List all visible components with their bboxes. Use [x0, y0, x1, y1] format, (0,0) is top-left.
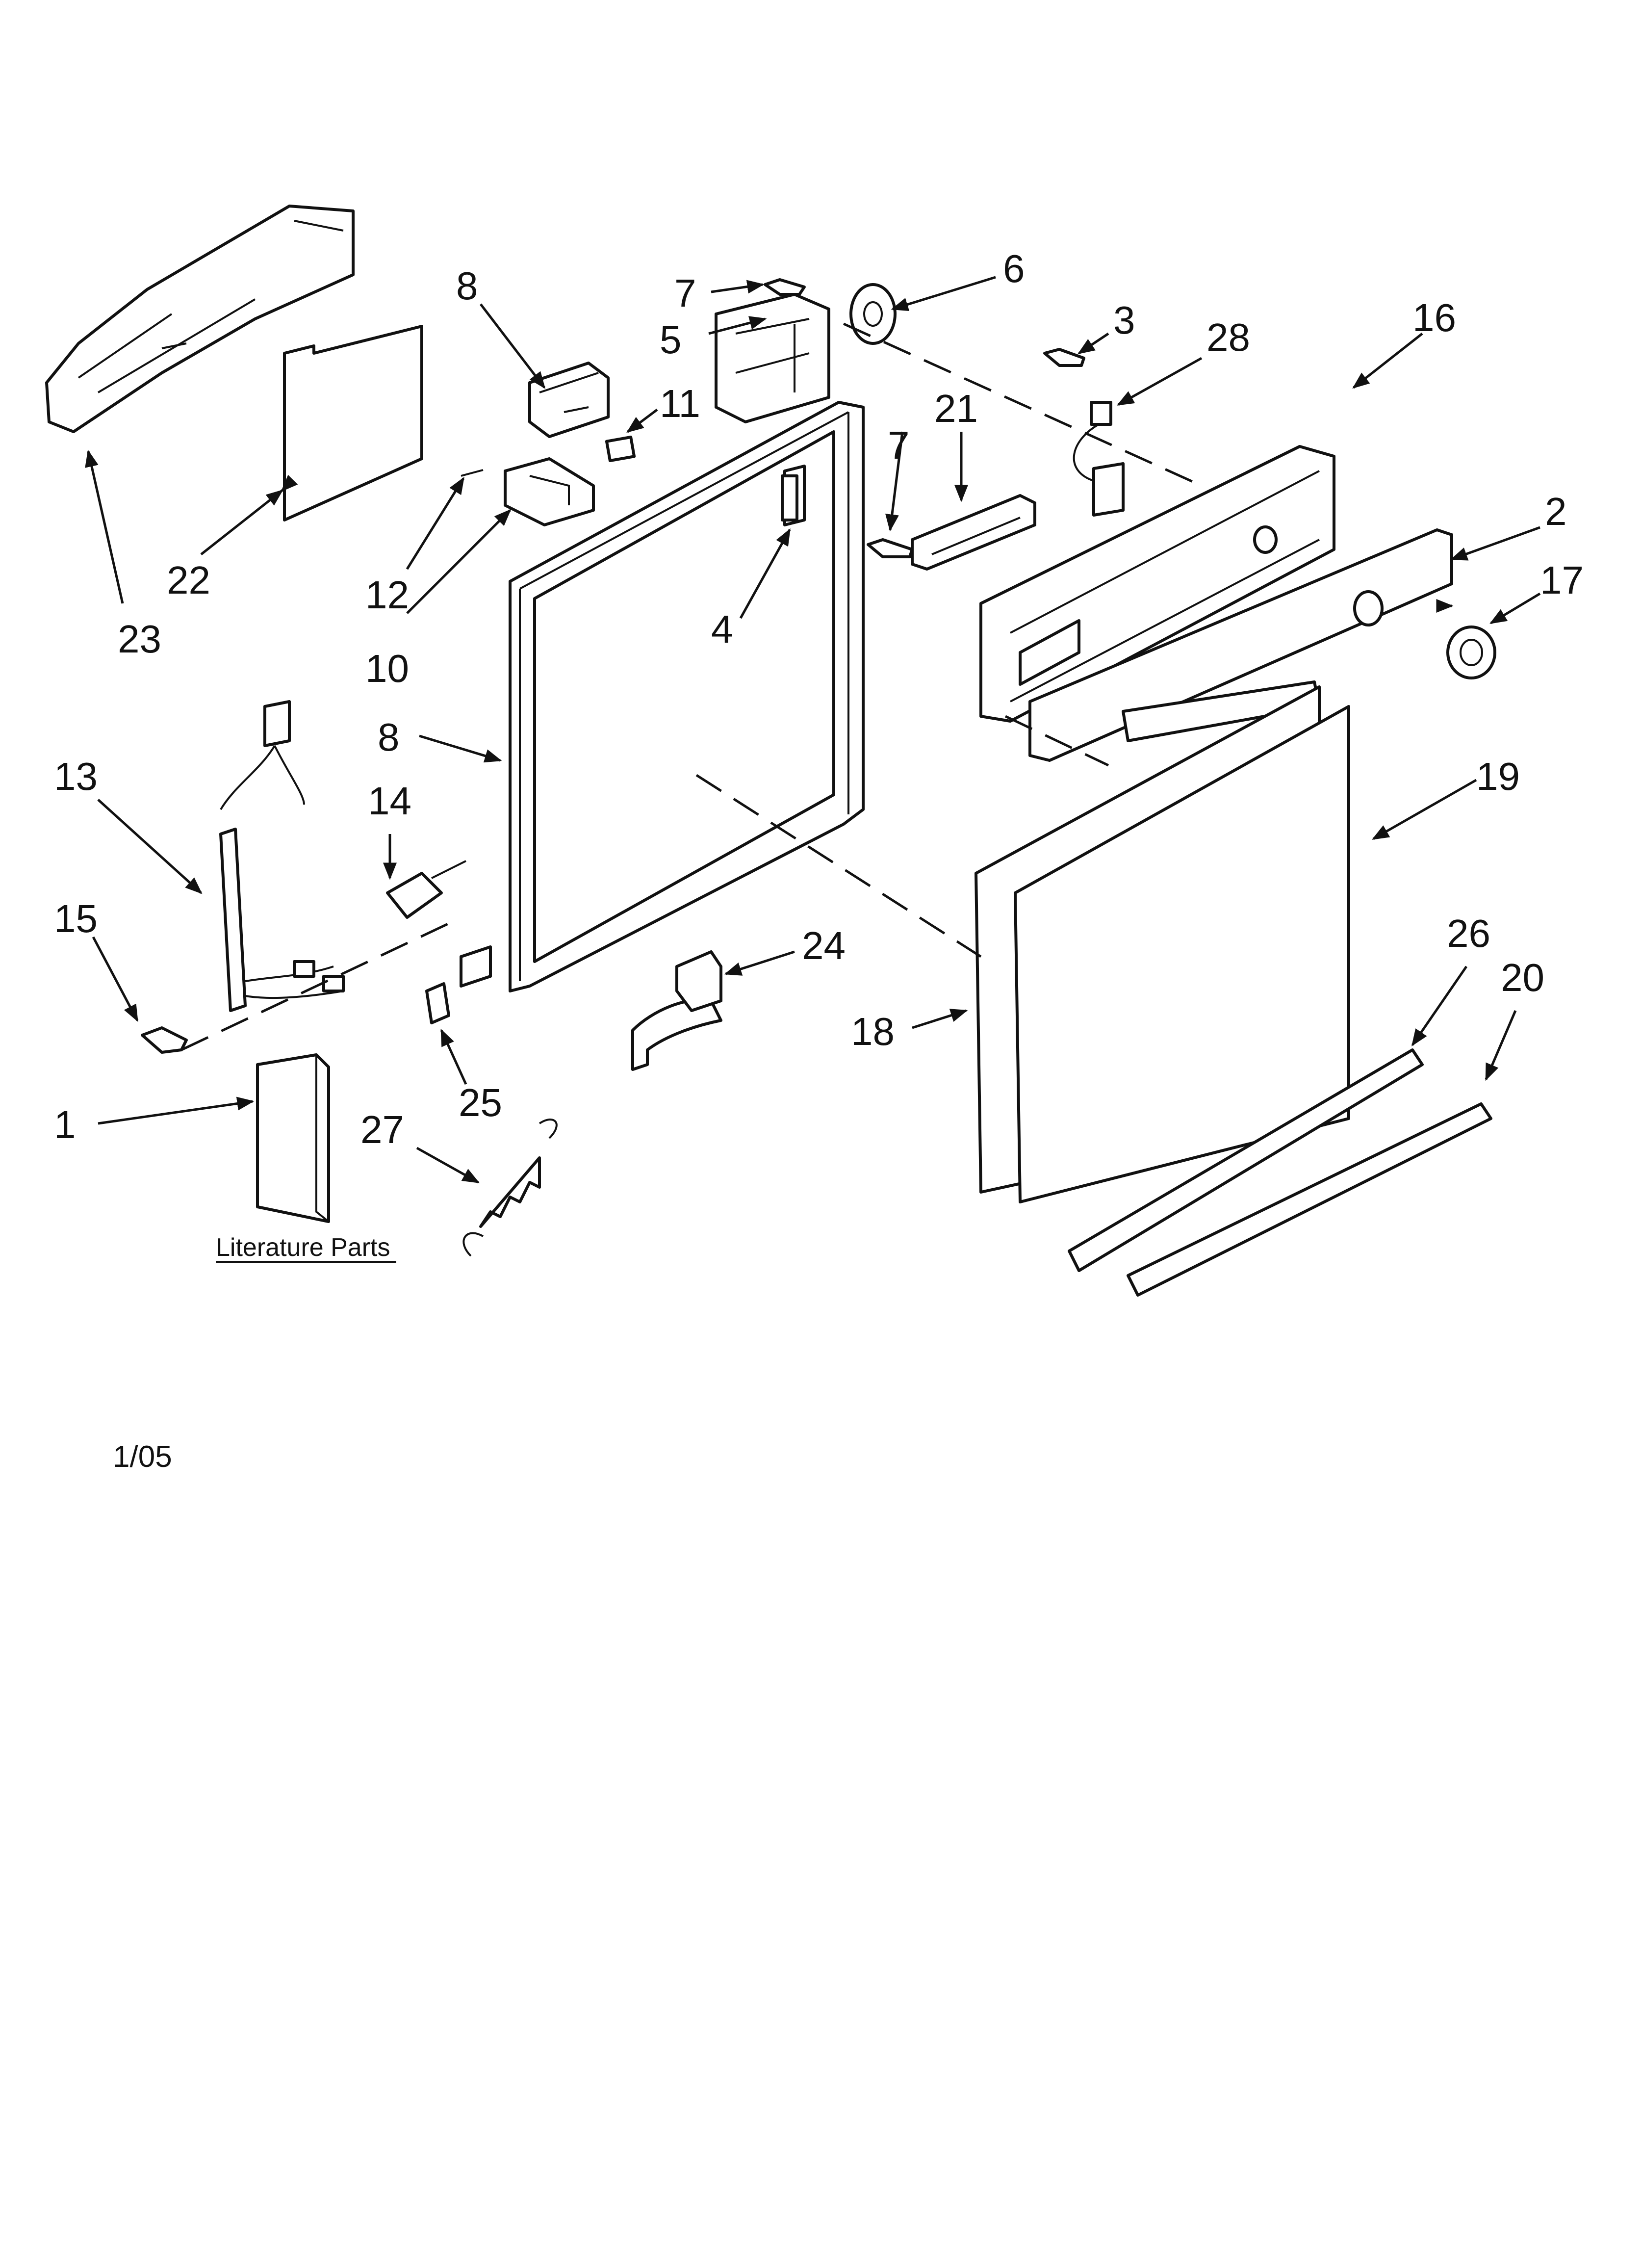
- part-22-insulation-sheet: [283, 325, 423, 521]
- part-20-bottom-trim: [1127, 1102, 1492, 1297]
- part-9-switch-bracket: [528, 362, 610, 438]
- literature-caption-text: Literature Parts: [216, 1233, 390, 1262]
- callout-8: 8: [378, 715, 400, 759]
- part-19-door-panel-inner: [1014, 705, 1350, 1203]
- callout-23: 23: [118, 617, 161, 661]
- callout-20: 20: [1501, 956, 1544, 999]
- part-6-latch-knob: [849, 283, 897, 345]
- callout-7-left: 7: [888, 423, 910, 467]
- part-26-trim-strip: [1068, 1048, 1424, 1272]
- callout-27: 27: [360, 1108, 404, 1151]
- part-16-control-console: [979, 445, 1335, 723]
- footer-code: 1/05: [113, 1440, 172, 1474]
- callout-16: 16: [1412, 296, 1456, 339]
- part-7-screw-left: [867, 538, 914, 558]
- callout-25: 25: [459, 1081, 502, 1124]
- part-1-literature-booklet: [256, 1053, 330, 1223]
- callout-24: 24: [802, 924, 846, 967]
- part-28-wire-connector: [1073, 401, 1125, 517]
- callout-11: 11: [660, 382, 700, 425]
- callout-6: 6: [1003, 247, 1025, 290]
- callout-17: 17: [1540, 558, 1584, 602]
- part-27-door-spring: [462, 1118, 558, 1257]
- callout-3: 3: [1113, 298, 1135, 342]
- callout-12: 12: [365, 573, 409, 617]
- part-23-top-cover: [45, 205, 355, 433]
- callout-5: 5: [660, 318, 682, 362]
- callout-18: 18: [851, 1010, 895, 1053]
- part-2-control-panel: [1028, 528, 1453, 762]
- callout-19: 19: [1476, 755, 1520, 798]
- callout-1: 1: [54, 1103, 76, 1147]
- part-15-screw: [141, 1026, 188, 1054]
- part-21-indicator-bar: [911, 494, 1036, 571]
- callout-10: 10: [365, 647, 409, 690]
- callout-labels: 8 11 12 10 7 5 6 3 28 16 2 17 7 21 4 8 2…: [54, 247, 1584, 1151]
- callout-22: 22: [167, 558, 210, 602]
- callout-4: 4: [711, 607, 733, 651]
- part-13-wire-harness: [219, 700, 345, 1012]
- part-11-switch: [605, 435, 636, 463]
- callout-28: 28: [1206, 315, 1250, 359]
- callout-15: 15: [54, 897, 98, 940]
- literature-parts-caption: Literature Parts: [216, 1233, 396, 1263]
- part-12-pad: [461, 469, 484, 477]
- part-25-clip: [425, 982, 450, 1024]
- callout-21: 21: [934, 387, 978, 430]
- callout-2: 2: [1545, 490, 1567, 533]
- callout-9: 8: [456, 264, 478, 308]
- leader-lines: [85, 276, 1541, 1184]
- part-7-screw-top: [764, 278, 806, 296]
- alignment-lines: [180, 322, 1203, 1051]
- part-8-inner-door-frame: [460, 401, 865, 992]
- part-14-sensor-probe: [386, 860, 466, 919]
- callout-26: 26: [1447, 912, 1490, 955]
- callout-13: 13: [54, 755, 98, 798]
- part-17-control-knob: [1446, 626, 1496, 679]
- part-5-latch-assembly: [715, 293, 830, 423]
- callout-7-top: 7: [674, 271, 696, 315]
- part-10-housing: [504, 457, 595, 526]
- part-4-bracket: [781, 474, 798, 521]
- callout-14: 14: [368, 779, 411, 823]
- part-24-hinge-strap: [631, 950, 722, 1071]
- part-3-screw: [1043, 348, 1085, 367]
